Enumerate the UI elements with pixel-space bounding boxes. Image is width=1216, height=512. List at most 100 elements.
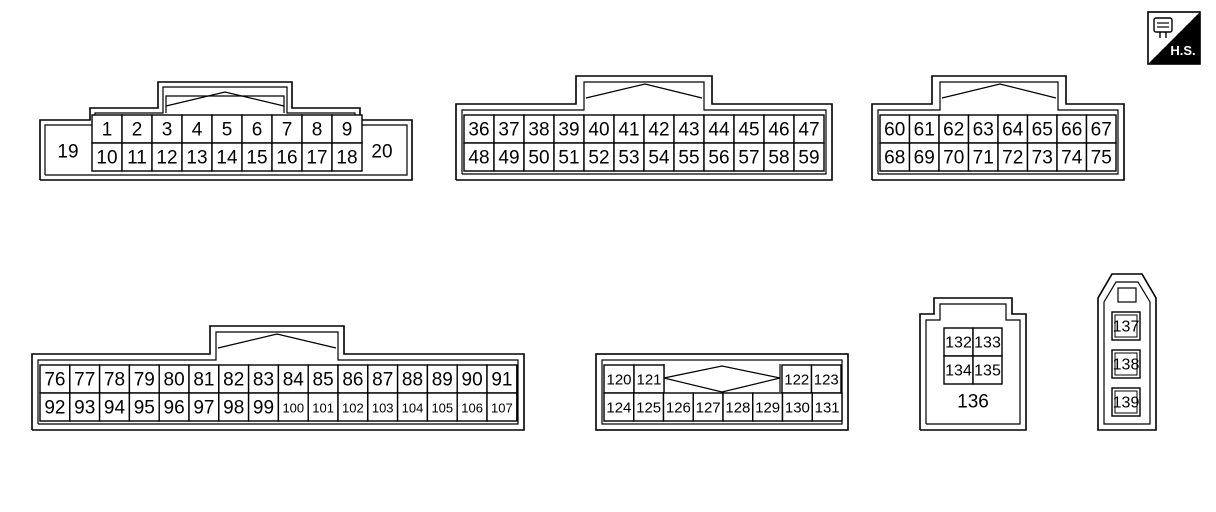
pin-cell-57 [733,142,765,172]
pin-122: 122 [784,372,809,389]
pin-cell-71 [967,142,999,172]
pin-83: 83 [253,370,274,391]
pin-134: 134 [945,363,972,380]
pin-120: 120 [606,372,631,389]
pin-132: 132 [945,335,972,352]
pin-cell-12 [151,142,183,172]
pin-cell-139 [1111,387,1141,417]
pin-138: 138 [1113,357,1140,374]
pin-106: 106 [461,401,483,416]
pin-3: 3 [162,120,173,141]
pin-cell-134 [943,355,974,385]
pin-82: 82 [223,370,244,391]
pin-cell-97 [188,392,220,422]
pin-cell-120 [603,364,635,394]
pin-cell-98 [218,392,250,422]
pin-124: 124 [606,400,631,417]
pin-6: 6 [252,120,263,141]
pin-58: 58 [768,148,789,169]
pin-97: 97 [193,398,214,419]
pin-cell-125 [633,392,665,422]
pin-7: 7 [282,120,293,141]
pin-40: 40 [588,120,609,141]
pin-43: 43 [678,120,699,141]
pin-19: 19 [57,142,78,163]
pin-84: 84 [283,370,305,391]
pin-cell-61 [908,114,940,144]
pin-39: 39 [558,120,579,141]
pin-44: 44 [708,120,730,141]
pin-104: 104 [402,401,424,416]
pin-cell-107 [486,392,518,422]
pin-cell-44 [703,114,735,144]
pin-cell-48 [463,142,495,172]
pin-13: 13 [186,148,207,169]
pin-cell-123 [810,364,842,394]
pin-cell-137 [1111,311,1141,341]
pin-cell-5 [211,114,243,144]
pin-59: 59 [798,148,819,169]
pin-81: 81 [193,370,214,391]
pin-20: 20 [371,142,392,163]
pin-12: 12 [156,148,177,169]
pin-94: 94 [104,398,126,419]
pin-cell-135 [972,355,1003,385]
pin-cell-17 [301,142,333,172]
pin-cell-128 [722,392,754,422]
pin-62: 62 [943,120,964,141]
pin-cell-36 [463,114,495,144]
pin-cell-55 [673,142,705,172]
connector-1: 19 20 [39,81,413,181]
pin-cell-103 [367,392,399,422]
pin-cell-45 [733,114,765,144]
pin-73: 73 [1032,148,1053,169]
pin-10: 10 [96,148,117,169]
pin-66: 66 [1061,120,1082,141]
pin-cell-9 [331,114,363,144]
pin-cell-42 [643,114,675,144]
pin-cell-131 [811,392,843,422]
pin-cell-77 [69,364,101,394]
pin-95: 95 [134,398,155,419]
pin-cell-85 [307,364,339,394]
pin-70: 70 [943,148,964,169]
pin-cell-101 [307,392,339,422]
pin-55: 55 [678,148,699,169]
pin-42: 42 [648,120,669,141]
connector-2 [455,75,833,181]
pin-cell-59 [793,142,825,172]
pin-56: 56 [708,148,729,169]
pin-cell-60 [879,114,911,144]
pin-75: 75 [1091,148,1112,169]
pin-65: 65 [1032,120,1053,141]
pin-79: 79 [134,370,155,391]
pin-105: 105 [431,401,453,416]
pin-51: 51 [558,148,579,169]
pin-cell-47 [793,114,825,144]
pin-17: 17 [306,148,327,169]
pin-cell-18 [331,142,363,172]
pin-49: 49 [498,148,519,169]
pin-1: 1 [102,120,113,141]
pin-cell-104 [396,392,429,422]
pin-92: 92 [44,398,65,419]
pin-121: 121 [636,372,661,389]
pin-cell-46 [763,114,795,144]
pin-133: 133 [974,335,1001,352]
pin-inner-frame-137 [1114,314,1138,338]
pin-127: 127 [696,400,721,417]
pin-89: 89 [432,370,453,391]
pin-91: 91 [491,370,512,391]
pin-cell-106 [456,392,488,422]
pin-cell-75 [1085,142,1117,172]
pin-cell-133 [972,327,1003,357]
pin-137: 137 [1113,319,1140,336]
pin-135: 135 [974,363,1001,380]
pin-cell-126 [662,392,694,422]
pin-cell-81 [188,364,220,394]
pin-93: 93 [74,398,95,419]
pin-48: 48 [468,148,489,169]
pin-125: 125 [636,400,661,417]
pin-cell-94 [98,392,131,422]
pin-9: 9 [342,120,353,141]
